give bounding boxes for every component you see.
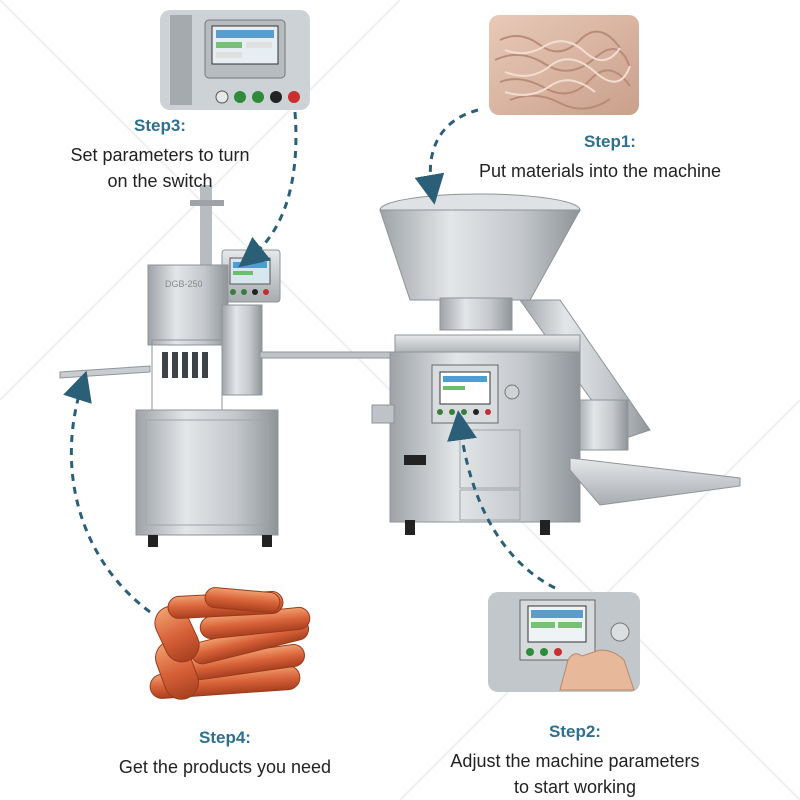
step2-description-line2: to start working: [513, 777, 637, 797]
step4-description: Get the products you need: [118, 757, 332, 777]
step1-description: Put materials into the machine: [478, 161, 722, 181]
step2-description-line1: Adjust the machine parameters: [450, 751, 700, 771]
step4-sausages: [149, 587, 311, 700]
step2-photo: [488, 592, 640, 692]
machine-label: DGB-250: [165, 279, 203, 289]
step1-photo: [489, 15, 639, 115]
step3-description-line1: Set parameters to turn: [70, 145, 250, 165]
step3-description-line2: on the switch: [107, 171, 213, 191]
dashed-arrow-icon: [238, 111, 298, 268]
step4-title: Step4:: [199, 728, 251, 747]
step1-title: Step1:: [584, 132, 636, 151]
linker-machine: DGB-250: [59, 185, 391, 547]
step3-photo: [160, 10, 310, 110]
dashed-arrows: [63, 108, 556, 614]
dashed-arrow-icon: [63, 370, 151, 614]
vacuum-filler-machine: [371, 193, 741, 535]
step3-title: Step3:: [134, 116, 186, 135]
step2-title: Step2:: [549, 722, 601, 741]
dashed-arrow-icon: [447, 410, 556, 590]
